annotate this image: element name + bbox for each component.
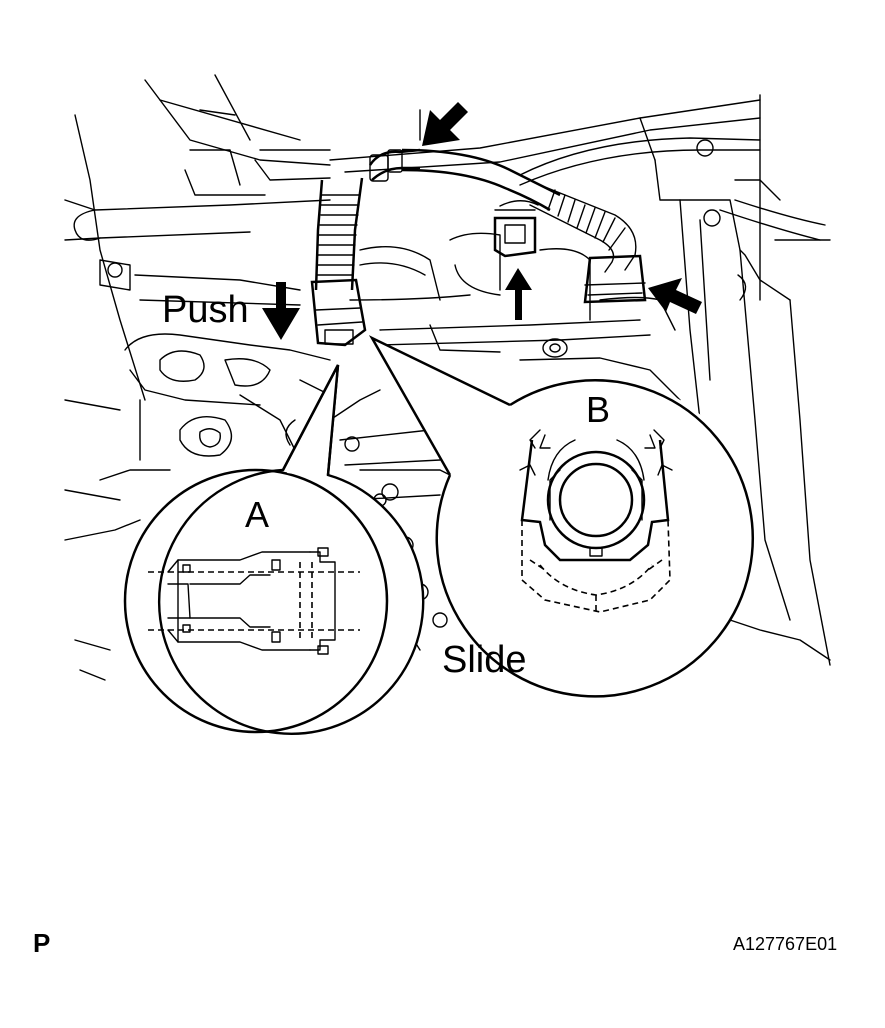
push-label: Push — [162, 289, 249, 331]
detail-a-callout — [123, 364, 425, 735]
figure-id: A127767E01 — [733, 934, 837, 954]
detail-b-label: B — [586, 389, 610, 430]
detail-b-retainer-drawing — [519, 429, 673, 613]
detail-a-section-drawing — [148, 547, 360, 655]
engine-background-linework — [64, 74, 831, 681]
page-letter: P — [33, 928, 50, 958]
fuel-hoses — [310, 148, 647, 347]
arrow-top-connector — [422, 102, 468, 146]
arrow-middle-connector — [505, 268, 532, 320]
arrow-right-connector — [648, 278, 702, 314]
detail-a-label: A — [245, 494, 269, 535]
slide-label: Slide — [442, 639, 527, 681]
arrow-push — [262, 282, 300, 340]
direction-arrows — [262, 102, 702, 682]
detail-b-callout — [368, 335, 756, 698]
